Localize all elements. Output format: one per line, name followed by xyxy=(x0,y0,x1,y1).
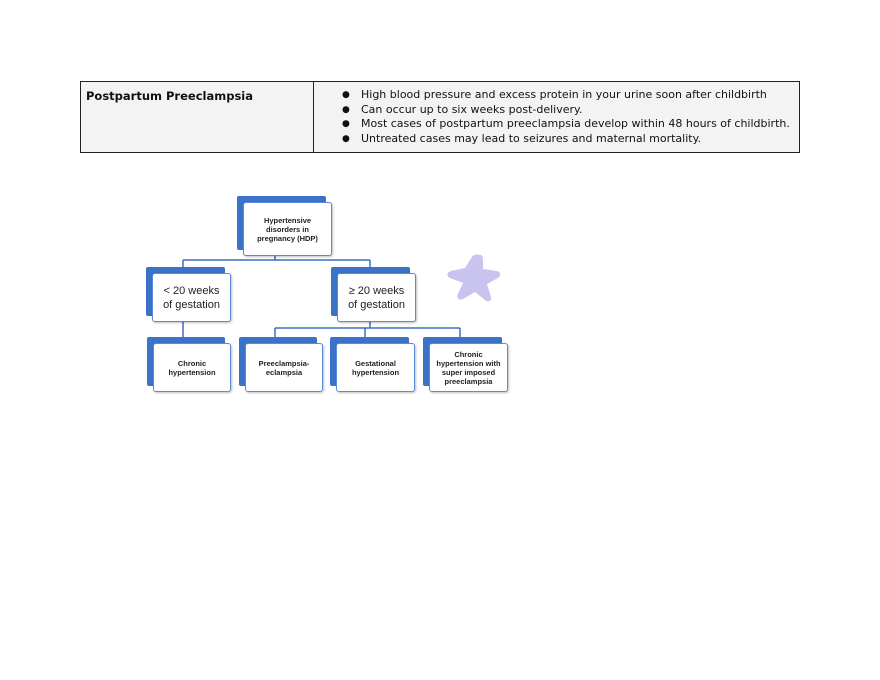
bullet-item: Untreated cases may lead to seizures and… xyxy=(342,132,799,147)
node-gestational-hypertension: Gestational hypertension xyxy=(330,337,415,392)
info-table: Postpartum Preeclampsia High blood press… xyxy=(80,81,800,153)
hdp-classification-diagram: Hypertensive disorders in pregnancy (HDP… xyxy=(140,190,520,400)
node-preeclampsia-eclampsia: Preeclampsia- eclampsia xyxy=(239,337,323,392)
node-after-20-weeks: ≥ 20 weeks of gestation xyxy=(331,267,416,322)
node-before-20-weeks: < 20 weeks of gestation xyxy=(146,267,231,322)
bullet-item: High blood pressure and excess protein i… xyxy=(342,88,799,103)
bullet-list: High blood pressure and excess protein i… xyxy=(342,88,799,146)
node-chronic-superimposed-preeclampsia: Chronic hypertension with super imposed … xyxy=(423,337,508,392)
node-hdp: Hypertensive disorders in pregnancy (HDP… xyxy=(237,196,332,256)
bullet-item: Most cases of postpartum preeclampsia de… xyxy=(342,117,799,132)
bullet-item: Can occur up to six weeks post-delivery. xyxy=(342,103,799,118)
node-chronic-hypertension: Chronic hypertension xyxy=(147,337,231,392)
term-cell: Postpartum Preeclampsia xyxy=(81,82,314,152)
star-icon xyxy=(447,254,501,302)
diagram-connectors xyxy=(182,248,461,340)
description-cell: High blood pressure and excess protein i… xyxy=(314,82,799,152)
